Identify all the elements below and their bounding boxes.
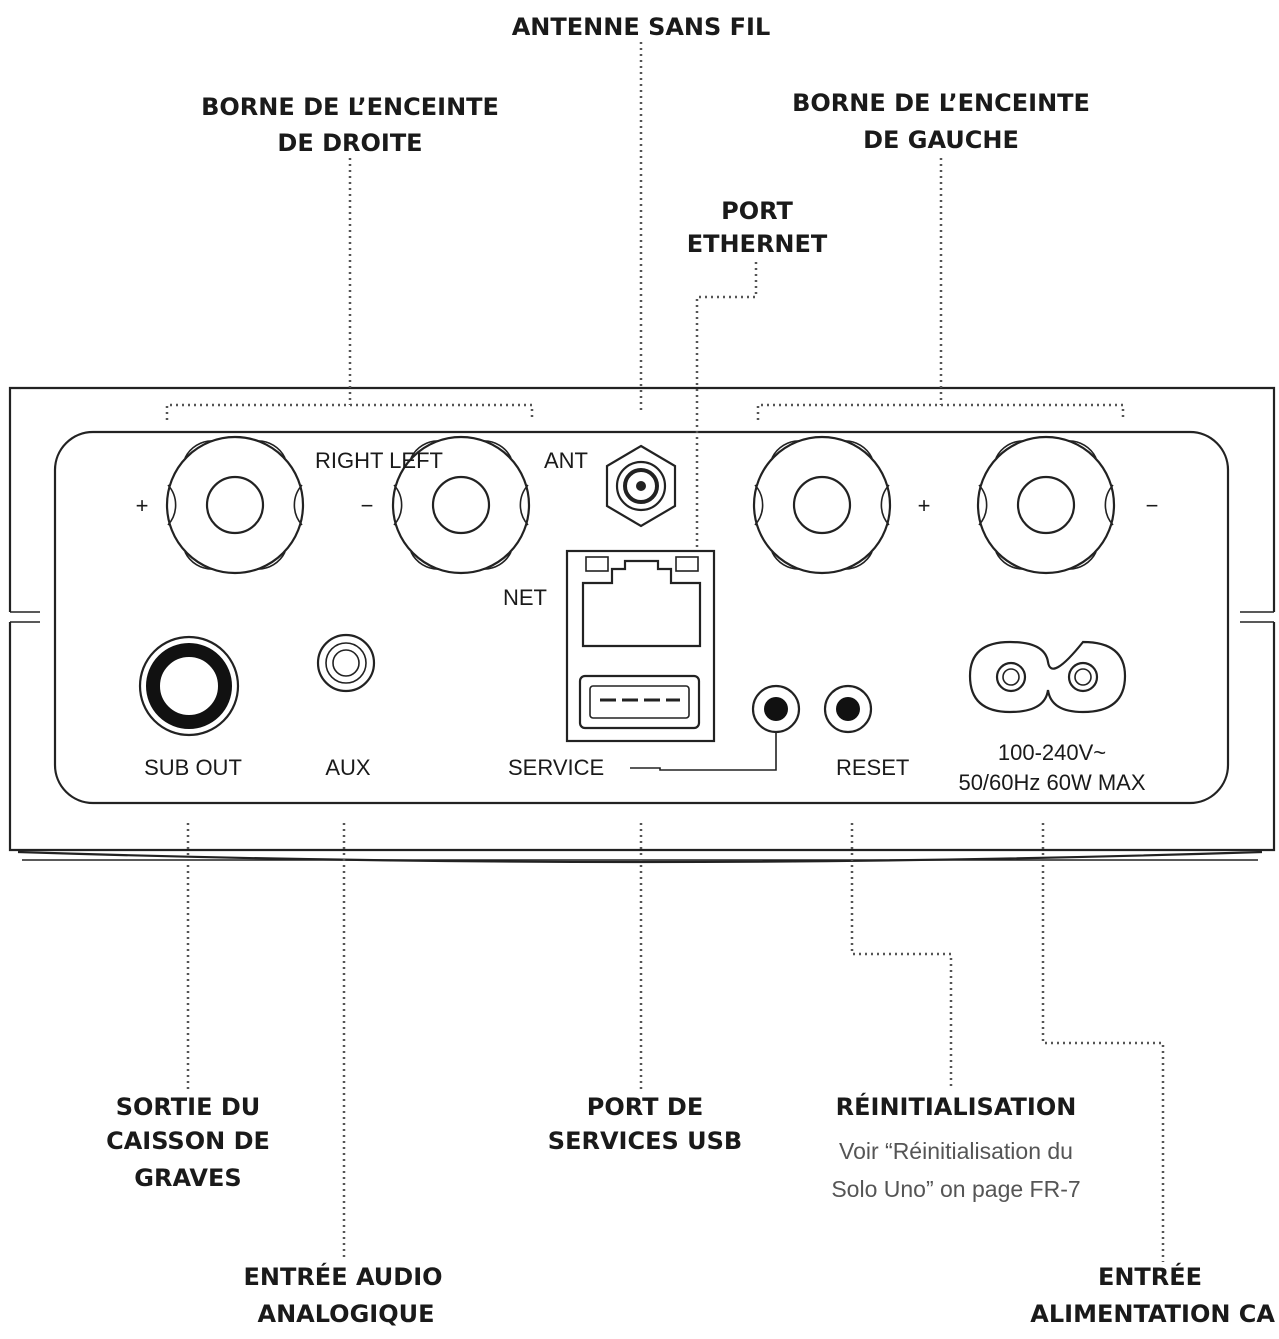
- callout-power-line-2: ALIMENTATION CA: [1030, 1300, 1275, 1328]
- callout-sub-out-line-3: GRAVES: [134, 1164, 241, 1192]
- reset-note-line-2: Solo Uno” on page FR-7: [831, 1176, 1080, 1202]
- upper-housing-edge: [8, 386, 1276, 612]
- aux-label: AUX: [325, 755, 371, 780]
- callout-antenna: ANTENNE SANS FIL: [512, 13, 771, 41]
- binding-post-right-minus: [391, 435, 531, 575]
- polarity-plus-left: +: [918, 493, 931, 518]
- net-led-left: [585, 556, 609, 572]
- binding-post-right-plus: [165, 435, 305, 575]
- net-usb-block: [565, 549, 716, 743]
- reset-note-line-1: Voir “Réinitialisation du: [839, 1138, 1073, 1164]
- net-led-right: [675, 556, 699, 572]
- device-body: [8, 386, 1276, 864]
- leader-reset: [850, 823, 953, 1090]
- usb-port-inner: [589, 685, 690, 719]
- binding-post-left-plus: [752, 435, 892, 575]
- callout-left-terminal-line-1: BORNE DE L’ENCEINTE: [792, 89, 1090, 117]
- net-label: NET: [503, 585, 547, 610]
- aux-jack: [316, 633, 376, 693]
- service-label: SERVICE: [508, 755, 604, 780]
- callout-right-terminal-line-2: DE DROITE: [277, 129, 422, 157]
- sub-out-label: SUB OUT: [144, 755, 242, 780]
- callout-sub-out-line-1: SORTIE DU: [116, 1093, 261, 1121]
- sub-out-jack: [138, 635, 240, 737]
- leader-right-terminal: [165, 158, 534, 420]
- callout-usb-line-1: PORT DE: [587, 1093, 703, 1121]
- usb-port: [578, 674, 701, 730]
- ant-label: ANT: [544, 448, 588, 473]
- service-pinhole: [751, 684, 801, 734]
- callout-reset: RÉINITIALISATION: [836, 1092, 1077, 1121]
- callout-left-terminal-line-2: DE GAUCHE: [863, 126, 1019, 154]
- callout-power-line-1: ENTRÉE: [1098, 1262, 1202, 1291]
- polarity-minus-left: −: [1146, 493, 1159, 518]
- reset-label: RESET: [836, 755, 909, 780]
- power-rating-line-2: 50/60Hz 60W MAX: [958, 770, 1145, 795]
- callout-usb-line-2: SERVICES USB: [548, 1127, 742, 1155]
- leader-ethernet: [695, 262, 758, 548]
- callout-aux-line-2: ANALOGIQUE: [258, 1300, 435, 1328]
- power-rating-line-1: 100-240V~: [998, 740, 1106, 765]
- callout-right-terminal-line-1: BORNE DE L’ENCEINTE: [201, 93, 499, 121]
- antenna-connector: [605, 444, 677, 528]
- leader-power: [1041, 823, 1165, 1262]
- binding-post-left-minus: [976, 435, 1116, 575]
- leader-left-terminal: [756, 158, 1125, 420]
- right-left-label: RIGHT LEFT: [315, 448, 443, 473]
- polarity-minus-right: −: [361, 493, 374, 518]
- lower-housing-edge: [8, 622, 1276, 852]
- callout-ethernet-line-2: ETHERNET: [687, 230, 828, 258]
- ethernet-port: [581, 559, 702, 648]
- ac-power-inlet: [968, 640, 1127, 714]
- service-leader-line: [630, 733, 777, 771]
- reset-pinhole: [823, 684, 873, 734]
- callout-aux-line-1: ENTRÉE AUDIO: [243, 1262, 442, 1291]
- connector-panel: [53, 430, 1230, 805]
- callout-sub-out-line-2: CAISSON DE: [106, 1127, 270, 1155]
- leader-lines: [165, 42, 1165, 1262]
- polarity-plus-right: +: [136, 493, 149, 518]
- callout-ethernet-line-1: PORT: [721, 197, 793, 225]
- base-edge: [17, 850, 1263, 864]
- net-usb-frame: [565, 549, 716, 743]
